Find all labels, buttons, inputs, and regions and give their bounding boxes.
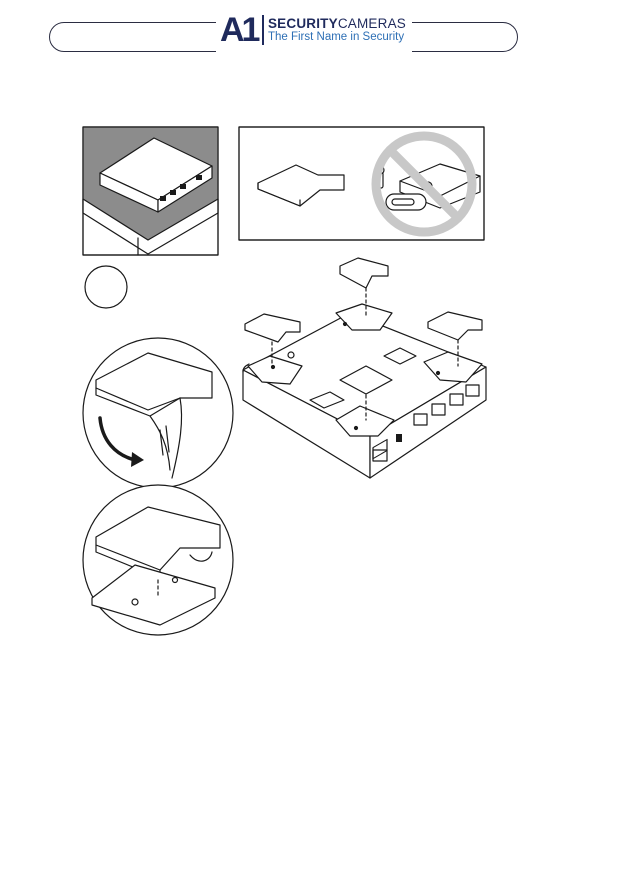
device-on-surface-panel (83, 127, 218, 255)
pad-vs-screw-panel (239, 127, 484, 240)
step-circle (85, 266, 127, 308)
main-device-diagram (243, 258, 486, 478)
bend-tab-detail (83, 338, 233, 488)
place-pad-detail (83, 485, 233, 635)
